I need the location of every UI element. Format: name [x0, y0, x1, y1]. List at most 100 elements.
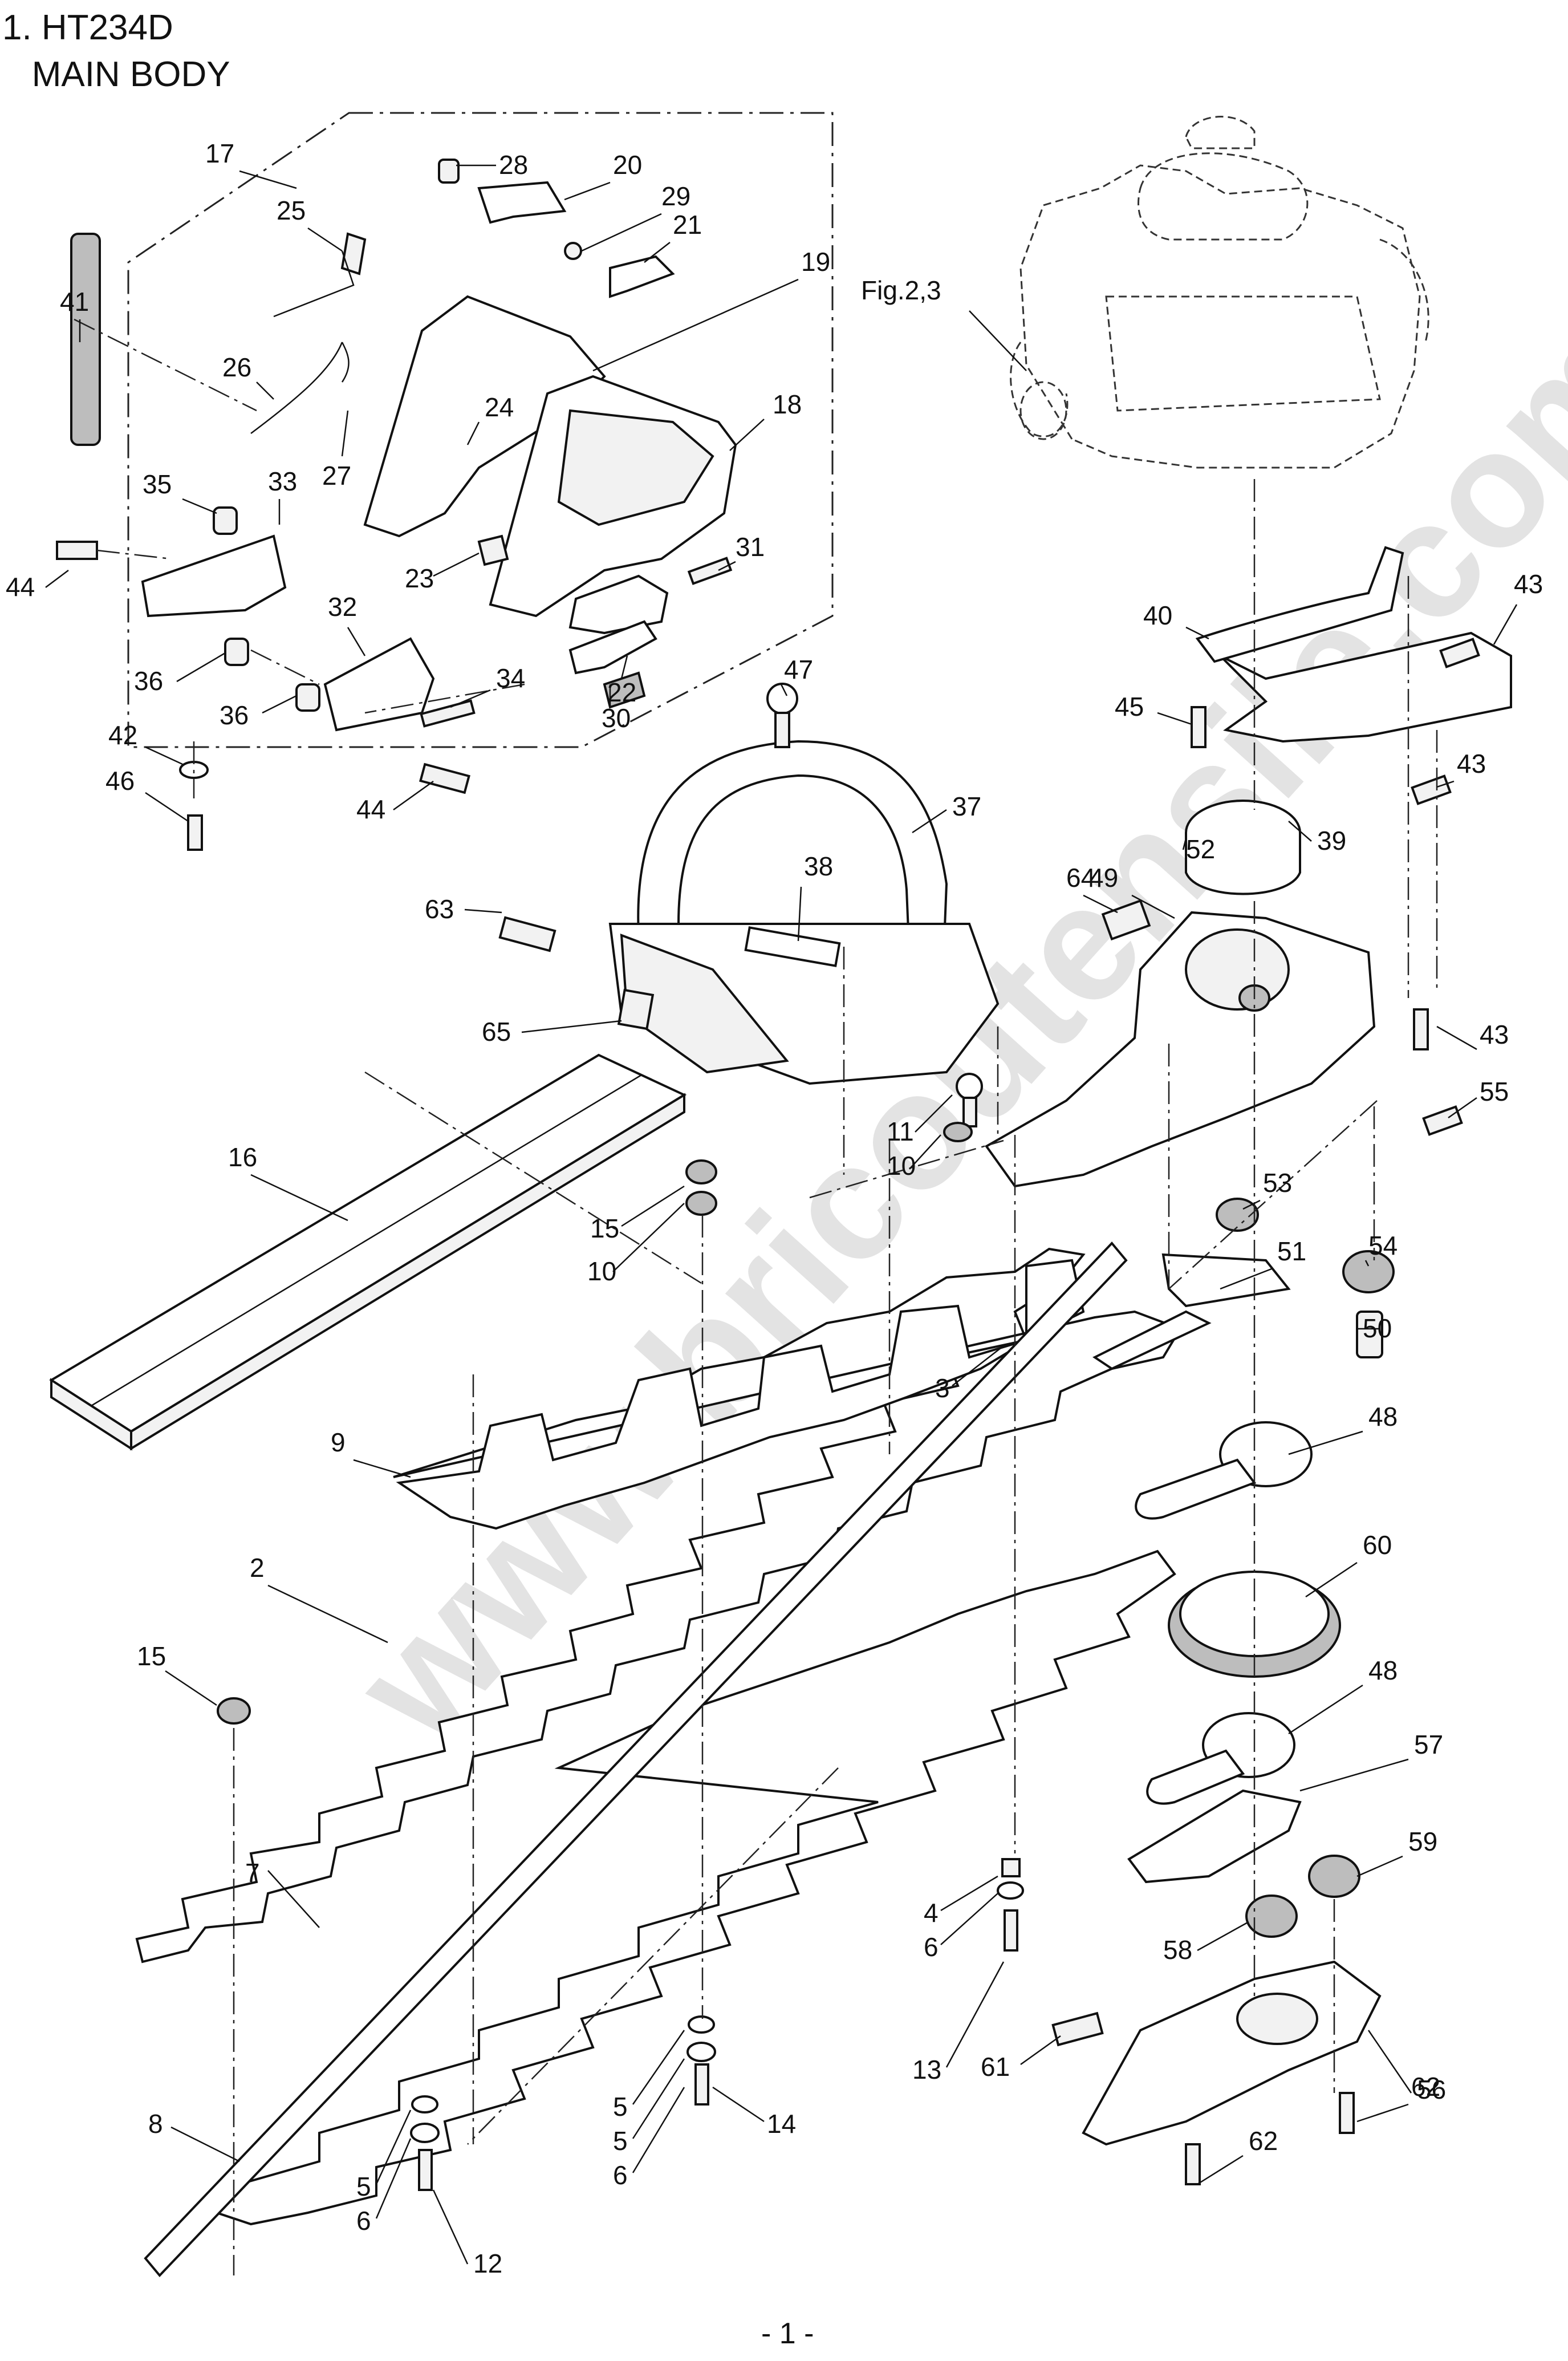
section-title: MAIN BODY	[31, 55, 230, 94]
callout-label: 5	[356, 2172, 371, 2201]
callout-label: 43	[1514, 569, 1543, 599]
blade-9	[396, 1259, 1085, 1530]
callout-label: 19	[801, 247, 830, 277]
callout-label: 23	[405, 563, 434, 593]
page-title: 1. HT234D MAIN BODY	[2, 5, 230, 98]
callout-label: 63	[425, 894, 454, 924]
blade-bar-2	[144, 1241, 1128, 2278]
callout-label: 12	[473, 2249, 502, 2278]
lower-blade	[214, 1549, 1176, 2226]
callout-label: 43	[1457, 749, 1486, 778]
callout-label: 62	[1411, 2072, 1440, 2102]
callout-label: 53	[1263, 1168, 1292, 1198]
callout-label: 57	[1414, 1730, 1443, 1759]
callout-label: 26	[222, 352, 251, 382]
fasteners	[56, 233, 1480, 2191]
gear-case	[985, 546, 1512, 1188]
callout-label: 33	[268, 466, 297, 496]
callout-label: 21	[673, 210, 702, 240]
callout-label: 48	[1368, 1656, 1398, 1685]
engine-ghost	[1010, 116, 1429, 469]
model-title: 1. HT234D	[2, 8, 173, 47]
callout-label: 25	[277, 196, 306, 225]
center-lines	[74, 318, 1438, 2275]
callout-label: 54	[1368, 1231, 1398, 1260]
callout-label: 27	[322, 461, 351, 490]
callout-label: Fig.2,3	[861, 275, 941, 305]
page-number: - 1 -	[761, 2317, 814, 2350]
callout-label: 7	[245, 1858, 260, 1888]
callout-label: 36	[134, 666, 163, 696]
callout-label: 62	[1249, 2126, 1278, 2156]
callout-label: 15	[137, 1641, 166, 1671]
callout-label: 15	[590, 1214, 619, 1243]
small-parts-upper	[141, 159, 675, 732]
callout-label: 56	[1417, 2075, 1446, 2104]
callout-label: 44	[356, 794, 385, 824]
callout-label: 29	[661, 181, 690, 211]
callout-label: 14	[767, 2109, 796, 2139]
callout-label: 2	[250, 1553, 265, 1583]
callout-label: 55	[1480, 1077, 1509, 1106]
callout-label: 4	[924, 1898, 939, 1928]
callout-label: 24	[485, 392, 514, 422]
label-65	[617, 988, 655, 1031]
callout-label: 36	[220, 700, 249, 730]
drive-gear-stack	[1051, 1198, 1395, 2146]
callout-label: 47	[784, 655, 813, 684]
callout-label: 48	[1368, 1402, 1398, 1431]
callout-label: 16	[228, 1142, 257, 1172]
callout-label: 58	[1163, 1935, 1192, 1965]
callout-label: 17	[205, 139, 234, 168]
callout-label: 13	[912, 2055, 941, 2084]
callout-label: 39	[1317, 826, 1346, 855]
callout-label: 35	[143, 469, 172, 499]
callout-label: 59	[1408, 1827, 1437, 1856]
callout-label: 20	[613, 150, 642, 180]
pulley-52	[1185, 833, 1301, 895]
callout-label: 6	[356, 2206, 371, 2236]
label-63	[498, 916, 556, 952]
callout-label: 6	[613, 2160, 628, 2190]
callout-label: 10	[587, 1256, 616, 1286]
callout-label: 28	[499, 150, 528, 180]
callout-label: 45	[1115, 692, 1144, 721]
callout-label: 46	[105, 766, 135, 796]
callout-label: 11	[887, 1117, 914, 1146]
callout-label: 6	[924, 1932, 939, 1962]
callout-label: 37	[952, 792, 981, 821]
callout-label: 38	[804, 851, 833, 881]
callout-label: 9	[331, 1427, 346, 1457]
callout-label: 5	[613, 2092, 628, 2121]
handle-frame	[363, 295, 737, 635]
callout-label: 60	[1363, 1530, 1392, 1560]
callout-label: 43	[1480, 1020, 1509, 1049]
blade-cover	[49, 1053, 687, 1451]
callout-label: 30	[602, 703, 631, 733]
pipe-40	[1195, 546, 1404, 663]
callout-label: 3	[935, 1373, 950, 1403]
handle-assembly-boundary	[127, 112, 834, 748]
callout-label: 51	[1277, 1236, 1306, 1266]
callout-label: 22	[607, 678, 636, 707]
callout-label: 41	[60, 287, 89, 317]
callout-label: 44	[6, 572, 35, 602]
callout-label: 65	[482, 1017, 511, 1046]
callout-labels: Fig.2,3 2 3 4 5 5 5 6 6 6 7 8 9 10 10 11…	[6, 139, 1543, 2278]
cover-39	[1219, 631, 1512, 743]
callout-label: 10	[887, 1151, 916, 1180]
callout-label: 52	[1186, 834, 1215, 864]
callout-label: 34	[496, 663, 525, 693]
callout-label: 31	[736, 532, 765, 562]
callout-label: 8	[148, 2109, 163, 2139]
spacer-61	[1051, 2011, 1104, 2047]
callout-label: 18	[773, 390, 802, 419]
rod-41	[70, 233, 101, 446]
callout-label: 5	[613, 2126, 628, 2156]
front-handle	[608, 740, 1000, 1085]
lower-case-56	[1082, 1960, 1382, 2146]
label-38	[744, 926, 841, 967]
callout-label: 42	[108, 720, 137, 750]
callout-label: 40	[1143, 601, 1172, 630]
